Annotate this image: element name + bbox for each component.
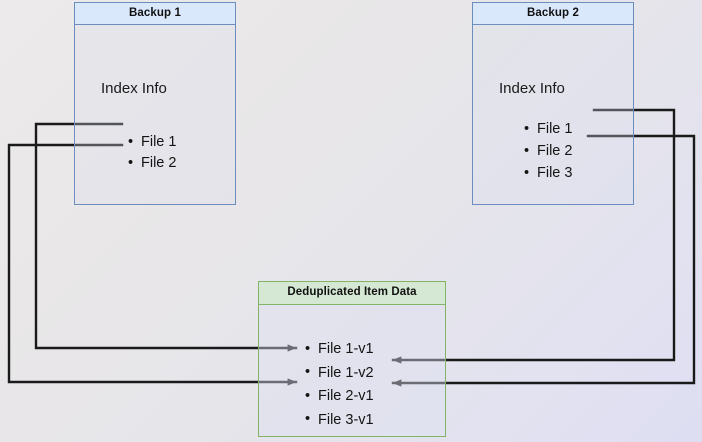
node-backup-2-title: Backup 2 (527, 6, 579, 19)
node-dedup-body: File 1-v1 File 1-v2 File 2-v1 File 3-v1 (258, 305, 446, 437)
node-backup-1-header: Backup 1 (74, 2, 236, 25)
node-dedup-header: Deduplicated Item Data (258, 281, 446, 305)
node-dedup-title: Deduplicated Item Data (287, 286, 417, 299)
list-item[interactable]: File 1-v2 (305, 361, 374, 386)
list-item[interactable]: File 1 (524, 118, 572, 140)
backup-2-file-list: File 1 File 2 File 3 (524, 118, 572, 184)
node-backup-1-body: Index Info File 1 File 2 (74, 25, 236, 205)
list-item[interactable]: File 3-v1 (305, 408, 374, 433)
list-item[interactable]: File 2 (524, 140, 572, 162)
dedup-item-list: File 1-v1 File 1-v2 File 2-v1 File 3-v1 (305, 338, 374, 432)
node-backup-1-title: Backup 1 (129, 6, 181, 19)
list-item[interactable]: File 1-v1 (305, 338, 374, 362)
list-item[interactable]: File 2-v1 (305, 385, 374, 409)
backup-1-index-info-label: Index Info (101, 80, 167, 97)
backup-1-file-list: File 1 File 2 (128, 132, 176, 174)
node-backup-1[interactable]: Backup 1 Index Info File 1 File 2 (74, 2, 236, 205)
node-backup-2-body: Index Info File 1 File 2 File 3 (472, 25, 634, 205)
list-item[interactable]: File 2 (128, 153, 176, 174)
list-item[interactable]: File 1 (128, 132, 176, 153)
node-deduplicated-item-data[interactable]: Deduplicated Item Data File 1-v1 File 1-… (258, 281, 446, 437)
node-backup-2[interactable]: Backup 2 Index Info File 1 File 2 File 3 (472, 2, 634, 205)
backup-2-index-info-label: Index Info (499, 80, 565, 97)
node-backup-2-header: Backup 2 (472, 2, 634, 25)
list-item[interactable]: File 3 (524, 162, 572, 184)
